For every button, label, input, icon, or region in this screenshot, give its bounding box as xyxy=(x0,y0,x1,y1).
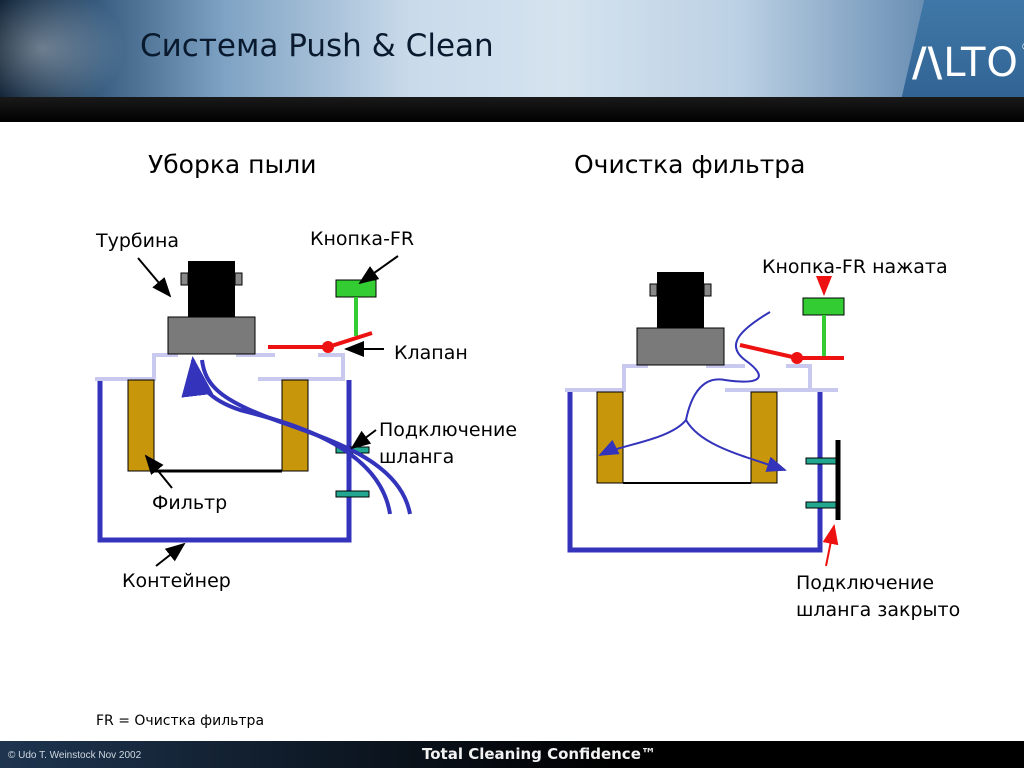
registered-icon: ® xyxy=(1021,40,1024,53)
left-lid xyxy=(95,353,345,381)
right-airflow-2 xyxy=(685,419,787,472)
right-heading: Очистка фильтра xyxy=(574,150,806,179)
right-hose-port-top xyxy=(805,457,839,465)
logo-a-icon: /\ xyxy=(912,40,944,86)
left-turbine-tab-r xyxy=(234,272,243,286)
right-filter-left xyxy=(596,391,624,484)
hose-closed-label-line2: шланга закрыто xyxy=(796,599,961,621)
hose-closed-label: Подключение шланга закрыто xyxy=(796,570,960,624)
alto-logo: /\LTO® xyxy=(912,40,1024,86)
button-pointer xyxy=(358,255,399,285)
hose-pointer xyxy=(350,429,377,450)
left-airflow-2 xyxy=(200,359,412,515)
logo-text: LTO xyxy=(943,40,1019,86)
right-diagram xyxy=(565,272,845,567)
page-title: Система Push & Clean xyxy=(140,28,494,64)
footer-bar: © Udo T. Weinstock Nov 2002 Total Cleani… xyxy=(0,741,1024,768)
container-pointer xyxy=(155,542,186,567)
right-filter-right xyxy=(750,391,778,484)
left-hose-port-bottom xyxy=(335,490,370,498)
hose-connection-label-line1: Подключение xyxy=(379,419,518,441)
right-turbine xyxy=(657,272,704,329)
left-container xyxy=(97,380,352,543)
container-label: Контейнер xyxy=(122,570,231,592)
closed-hose-pointer xyxy=(822,524,839,567)
right-fr-button xyxy=(802,297,845,316)
turbine-label: Турбина xyxy=(96,230,180,252)
left-turbine xyxy=(188,261,235,318)
hose-closed-label-line1: Подключение xyxy=(796,572,935,594)
filter-label: Фильтр xyxy=(152,492,228,514)
header-band xyxy=(0,97,1024,122)
left-fr-button xyxy=(335,279,377,298)
turbine-pointer xyxy=(137,257,172,298)
right-lid xyxy=(565,364,838,392)
left-diagram xyxy=(95,255,412,567)
right-turbine-tab-l xyxy=(649,283,658,297)
hose-connection-label-line2: шланга xyxy=(379,446,455,468)
right-motor xyxy=(636,327,725,366)
tagline-text: Total Cleaning Confidence™ xyxy=(422,745,656,763)
copyright-text: © Udo T. Weinstock Nov 2002 xyxy=(8,750,142,761)
right-hose-port-bottom xyxy=(805,501,839,509)
filter-pointer xyxy=(144,454,173,489)
left-heading: Уборка пыли xyxy=(148,150,317,179)
right-turbine-tab-r xyxy=(703,283,712,297)
right-container xyxy=(567,392,823,553)
hose-connection-label: Подключение шланга xyxy=(379,417,517,471)
left-filter-left xyxy=(127,379,155,472)
valve-label: Клапан xyxy=(394,342,468,364)
right-airflow-1 xyxy=(598,311,771,456)
left-valve-pivot xyxy=(322,341,334,353)
fr-button-pressed-label: Кнопка-FR нажата xyxy=(762,256,948,278)
left-turbine-tab-l xyxy=(180,272,189,286)
left-motor xyxy=(167,316,256,355)
fr-button-label: Кнопка-FR xyxy=(310,228,415,250)
header-banner xyxy=(0,0,1024,122)
legend-note: FR = Очистка фильтра xyxy=(96,713,265,729)
right-valve-pivot xyxy=(791,352,803,364)
